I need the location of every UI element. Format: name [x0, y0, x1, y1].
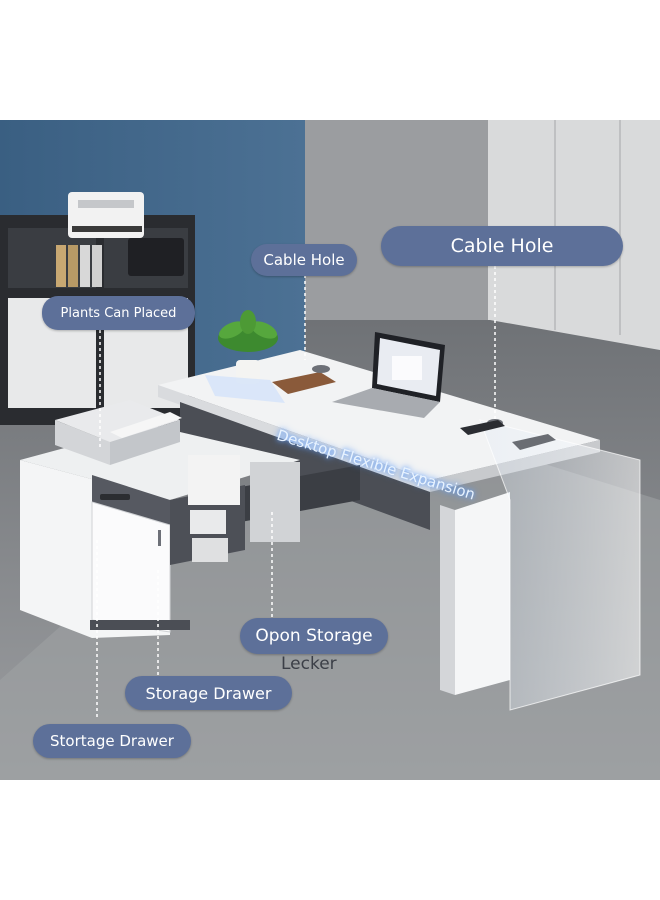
callout-open-storage-sub: Lecker: [281, 654, 337, 674]
glass-extension: [479, 419, 641, 711]
l-shaped-desk: [158, 350, 641, 711]
leader-lines: [96, 260, 496, 720]
callout-cable-hole-large: Cable Hole: [381, 226, 623, 266]
callout-storage-drawer: Storage Drawer: [125, 676, 292, 710]
laptop: [332, 332, 445, 418]
desk-accessories: [205, 365, 556, 450]
callout-stortage-drawer: Stortage Drawer: [33, 724, 191, 758]
potted-plant: [218, 310, 278, 384]
cable-hole-a: [312, 365, 330, 373]
grey-wall: [305, 120, 490, 320]
callout-open-storage: Opon Storage: [240, 618, 388, 654]
callout-cable-hole-small: Cable Hole: [251, 244, 357, 276]
callout-plants: Plants Can Placed: [42, 296, 195, 330]
printer: [55, 400, 182, 465]
